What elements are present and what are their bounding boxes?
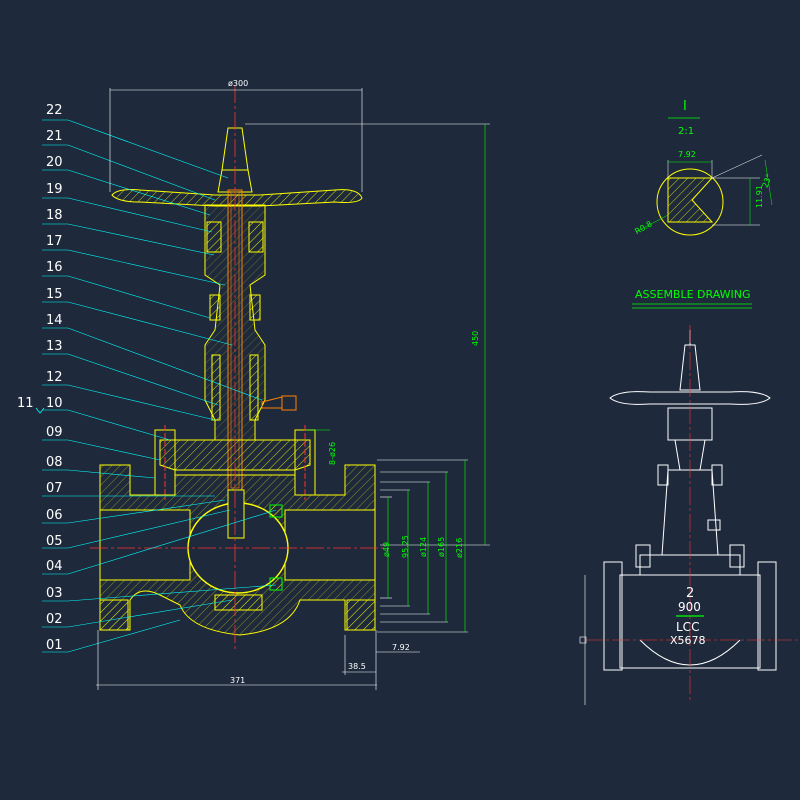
detail-label: I <box>683 99 687 114</box>
part-20: 20 <box>46 155 63 170</box>
detail-view: I 2:1 7.92 11.91 23° R0.8 <box>633 99 774 236</box>
part-11: 11 <box>17 396 34 411</box>
part-14: 14 <box>46 313 63 328</box>
dim-handwheel: ø300 <box>228 79 248 88</box>
handwheel-top <box>679 344 701 391</box>
dim-d124: ø124 <box>419 537 428 557</box>
part-19: 19 <box>46 182 63 197</box>
part-09: 09 <box>46 425 63 440</box>
mark-heat: X5678 <box>670 634 706 647</box>
part-01: 01 <box>46 638 63 653</box>
part-18: 18 <box>46 208 63 223</box>
leader-lines <box>42 119 277 653</box>
part-12: 12 <box>46 370 63 385</box>
dim-height: 450 <box>471 331 480 346</box>
dim-38-5: 38.5 <box>348 662 366 671</box>
body-markings: 2 900 LCC X5678 <box>670 586 706 647</box>
detail-width: 7.92 <box>678 150 696 159</box>
dim-d95: 95.25 <box>401 535 410 558</box>
part-03: 03 <box>46 586 63 601</box>
mark-size: 2 <box>686 586 694 601</box>
handwheel <box>111 189 363 207</box>
assembly-view <box>579 325 800 705</box>
dim-371: 371 <box>230 676 245 685</box>
part-10: 10 <box>46 396 63 411</box>
section-view <box>90 85 385 650</box>
dim-7-92: 7.92 <box>392 643 410 652</box>
part-02: 02 <box>46 612 63 627</box>
part-22: 22 <box>46 103 63 118</box>
part-05: 05 <box>46 534 63 549</box>
part-number-labels: 22 21 20 19 18 17 16 15 14 13 12 10 09 0… <box>17 103 63 653</box>
part-07: 07 <box>46 481 63 496</box>
detail-height: 11.91 <box>755 185 764 208</box>
dim-d49: ø49 <box>382 542 391 557</box>
mark-material: LCC <box>676 620 699 634</box>
handwheel-rim <box>609 391 771 405</box>
dim-d216: ø216 <box>455 538 464 558</box>
dim-bolts: 8-ø26 <box>328 442 337 465</box>
part-21: 21 <box>46 129 63 144</box>
dimension-lines <box>96 88 490 690</box>
part-04: 04 <box>46 559 63 574</box>
body-side <box>619 574 761 669</box>
detail-scale: 2:1 <box>678 126 694 137</box>
part-15: 15 <box>46 287 63 302</box>
part-08: 08 <box>46 455 63 470</box>
detail-angle: 23° <box>761 173 774 189</box>
part-16: 16 <box>46 260 63 275</box>
part-06: 06 <box>46 508 63 523</box>
part-13: 13 <box>46 339 63 354</box>
mark-class: 900 <box>678 600 701 614</box>
part-17: 17 <box>46 234 63 249</box>
dim-d165: ø165 <box>437 537 446 557</box>
assemble-title: ASSEMBLE DRAWING <box>635 288 751 301</box>
detail-radius: R0.8 <box>633 219 653 236</box>
